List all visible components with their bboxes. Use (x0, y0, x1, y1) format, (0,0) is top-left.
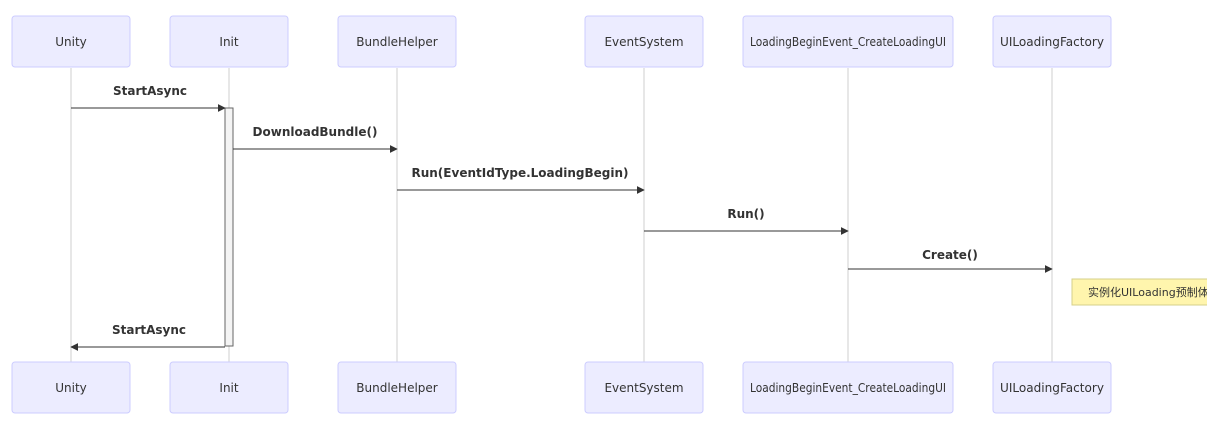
actor-bottom-loadingbegin-label: LoadingBeginEvent_CreateLoadingUI (750, 381, 946, 395)
actor-top-eventsystem[interactable]: EventSystem (584, 15, 704, 68)
message-1: StartAsync (71, 84, 226, 112)
message-3-label: Run(EventIdType.LoadingBegin) (411, 166, 628, 180)
actor-top-uiloadingfactory[interactable]: UILoadingFactory (992, 15, 1112, 68)
actor-bottom-eventsystem-label: EventSystem (604, 381, 683, 395)
actor-bottom-bundlehelper-label: BundleHelper (356, 381, 438, 395)
actor-bottom-bundlehelper[interactable]: BundleHelper (337, 361, 457, 414)
actor-bottom-uiloadingfactory-label: UILoadingFactory (1000, 381, 1104, 395)
message-2-label: DownloadBundle() (253, 125, 378, 139)
actor-top-loadingbegin[interactable]: LoadingBeginEvent_CreateLoadingUI (742, 15, 954, 68)
actor-bottom-unity-label: Unity (55, 381, 87, 395)
actor-top-unity-label: Unity (55, 35, 87, 49)
actor-bottom-uiloadingfactory[interactable]: UILoadingFactory (992, 361, 1112, 414)
message-5: Create() (848, 248, 1053, 273)
actor-bottom-eventsystem[interactable]: EventSystem (584, 361, 704, 414)
actor-bottom-init[interactable]: Init (169, 361, 289, 414)
actor-bottom-init-label: Init (219, 381, 238, 395)
note: 实例化UILoading预制体, (1071, 278, 1207, 306)
message-5-label: Create() (922, 248, 978, 262)
activation-init (224, 107, 234, 347)
note-box (1071, 278, 1207, 306)
actor-top-init-label: Init (219, 35, 238, 49)
message-1-label: StartAsync (113, 84, 187, 98)
actor-top-unity[interactable]: Unity (11, 15, 131, 68)
message-4: Run() (644, 207, 849, 235)
actor-top-loadingbegin-label: LoadingBeginEvent_CreateLoadingUI (750, 35, 946, 49)
note-text: 实例化UILoading预制体, (1088, 285, 1207, 299)
actor-top-bundlehelper-label: BundleHelper (356, 35, 438, 49)
actor-top-bundlehelper[interactable]: BundleHelper (337, 15, 457, 68)
message-4-label: Run() (727, 207, 764, 221)
actor-top-eventsystem-label: EventSystem (604, 35, 683, 49)
actor-bottom-unity[interactable]: Unity (11, 361, 131, 414)
message-6-label: StartAsync (112, 323, 186, 337)
actor-top-init[interactable]: Init (169, 15, 289, 68)
message-6: StartAsync (70, 323, 225, 351)
actor-top-uiloadingfactory-label: UILoadingFactory (1000, 35, 1104, 49)
message-3: Run(EventIdType.LoadingBegin) (397, 166, 645, 194)
message-2: DownloadBundle() (233, 125, 398, 153)
actor-bottom-loadingbegin[interactable]: LoadingBeginEvent_CreateLoadingUI (742, 361, 954, 414)
